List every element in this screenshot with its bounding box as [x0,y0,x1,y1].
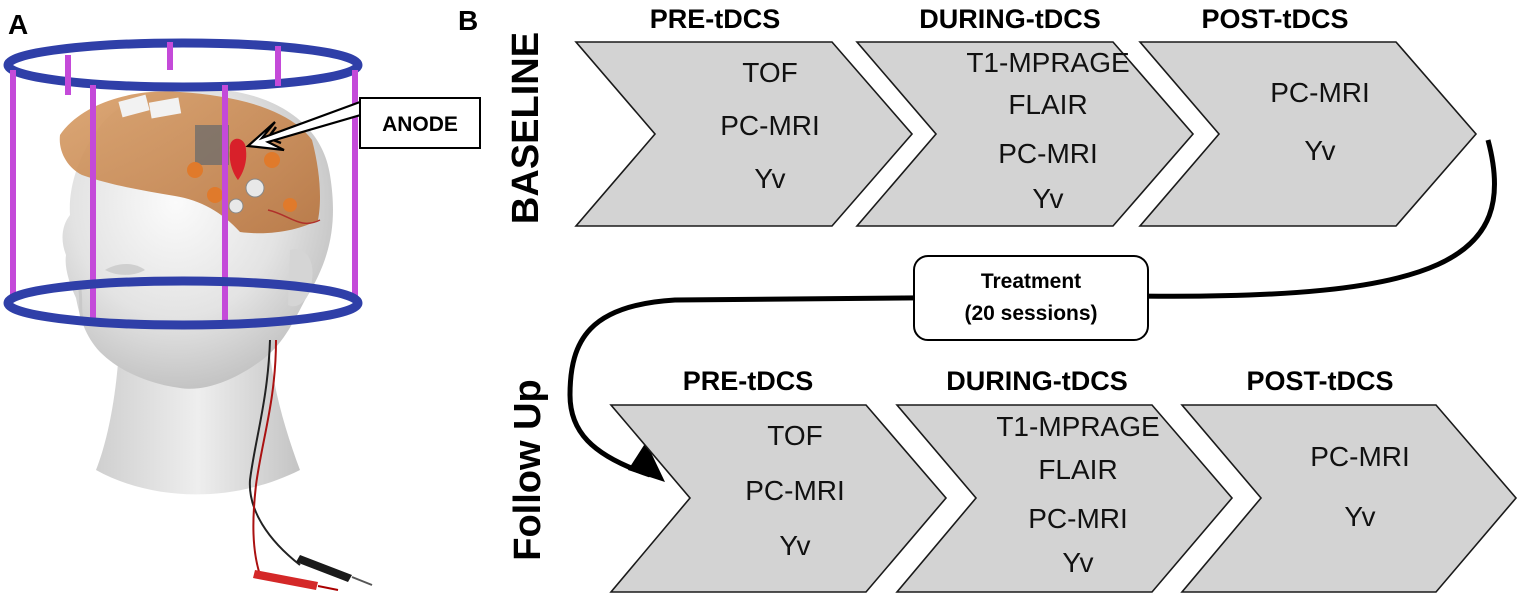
anode-electrode [229,138,247,180]
chevron-item: Yv [1062,547,1093,578]
red-lead-plug [253,570,318,590]
cap-patch [118,94,150,118]
chevron-item: PC-MRI [745,475,845,506]
chevron-item: TOF [767,420,822,451]
chevron-item: Yv [1344,501,1375,532]
flow-connector [567,139,1498,478]
chevron-item: Yv [1032,183,1063,214]
top-ring [3,38,363,92]
phase-title-followup-1: DURING-tDCS [946,366,1128,396]
chevron-item: TOF [742,57,797,88]
cap-electrode [264,152,280,168]
treatment-box-frame [913,255,1149,341]
red-lead-pin [317,585,339,591]
electrode-leads [248,339,373,591]
cap-shape [59,91,320,234]
phase-title-baseline-1: DURING-tDCS [919,4,1101,34]
chevron-item: FLAIR [1038,454,1117,485]
phase-title-followup-0: PRE-tDCS [683,366,814,396]
flow-arrowhead [628,442,665,482]
followup-label: Follow Up [507,379,549,561]
head-ear [288,249,313,307]
chevron-baseline-post [1138,41,1478,227]
anode-callout: ANODE [245,97,481,152]
panel-a-letter: A [8,9,28,40]
treatment-line1: Treatment [981,270,1081,293]
tdcs-cap [59,91,321,234]
head-eye [105,264,145,275]
black-lead-pin [351,576,373,586]
anode-label: ANODE [382,113,458,136]
chevron-baseline-during [855,41,1195,227]
followup-row [609,404,1518,593]
bottom-ring [3,276,363,330]
anode-label-box [359,97,481,149]
chevron-item: Yv [754,163,785,194]
phase-title-baseline-2: POST-tDCS [1201,4,1348,34]
chevron-item: PC-MRI [720,110,820,141]
cap-electrode [228,198,244,214]
cap-electrode [187,162,203,178]
chevron-item: PC-MRI [998,138,1098,169]
chevron-followup-pre [609,404,948,593]
treatment-line2: (20 sessions) [964,302,1097,325]
treatment-box: Treatment (20 sessions) [913,255,1149,341]
chevron-followup-during [895,404,1234,593]
cap-patch [148,97,182,119]
panel-b: B BASELINE Follow Up Treatment (20 sessi… [458,4,1518,593]
chevron-item: PC-MRI [1028,503,1128,534]
phase-text-layer: PRE-tDCSTOFPC-MRIYvDURING-tDCST1-MPRAGEF… [650,4,1410,578]
baseline-row [574,41,1478,227]
cap-wire [267,209,321,225]
chevron-item: FLAIR [1008,89,1087,120]
chevron-followup-post [1180,404,1518,593]
chevron-item: T1-MPRAGE [996,411,1159,442]
chevron-item: T1-MPRAGE [966,47,1129,78]
anode-arrow [245,100,366,152]
cap-electrode [245,178,265,198]
chevron-item: PC-MRI [1310,441,1410,472]
chevron-item: Yv [779,530,810,561]
baseline-label: BASELINE [505,32,547,224]
cap-electrode [283,198,297,212]
phase-title-baseline-0: PRE-tDCS [650,4,781,34]
panel-a: A [3,9,481,591]
chevron-item: Yv [1304,135,1335,166]
head-coil-cage [3,38,363,330]
chevron-baseline-pre [574,41,914,227]
phase-title-followup-2: POST-tDCS [1246,366,1393,396]
cap-electrode [207,187,223,203]
chevron-item: PC-MRI [1270,77,1370,108]
panel-b-letter: B [458,5,478,36]
black-lead-plug [296,555,352,582]
